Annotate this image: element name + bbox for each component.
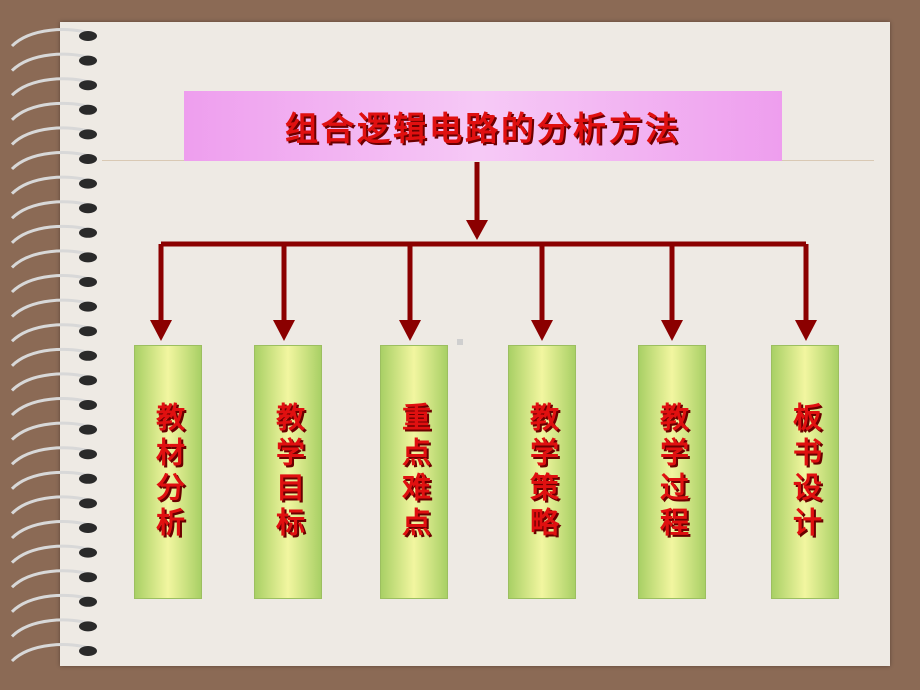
branch-arrowhead-4	[531, 320, 553, 341]
spiral-binding	[10, 28, 97, 663]
binding-hole	[79, 498, 97, 509]
binding-hole	[79, 80, 97, 91]
binding-hole	[79, 375, 97, 386]
binding-hole	[79, 449, 97, 460]
branch-arrowhead-5	[661, 320, 683, 341]
item-box-6: 板书设计	[771, 345, 839, 599]
item-box-4: 教学策略	[508, 345, 576, 599]
binding-hole	[79, 326, 97, 337]
binding-hole	[79, 301, 97, 312]
item-label-5: 教学过程	[655, 402, 690, 542]
binding-hole	[79, 227, 97, 238]
binding-hole	[79, 646, 97, 656]
binding-hole	[79, 277, 97, 287]
binding-hole	[79, 31, 97, 41]
binding-hole	[79, 424, 97, 435]
binding-hole	[79, 596, 97, 607]
diagram-title: 组合逻辑电路的分析方法	[285, 109, 681, 148]
binding-hole	[79, 547, 97, 558]
binding-hole	[79, 400, 97, 410]
binding-hole	[79, 621, 97, 632]
item-label-4: 教学策略	[525, 402, 560, 542]
item-box-1: 教材分析	[134, 345, 202, 599]
title-box: 组合逻辑电路的分析方法	[184, 91, 782, 161]
binding-hole	[79, 523, 97, 533]
trunk-arrowhead	[466, 220, 488, 240]
item-box-3: 重点难点	[380, 345, 448, 599]
binding-hole	[79, 350, 97, 361]
binding-hole	[79, 572, 97, 583]
binding-hole	[79, 473, 97, 484]
binding-hole	[79, 55, 97, 66]
item-label-1: 教材分析	[151, 402, 186, 542]
binding-hole	[79, 154, 97, 164]
item-label-3: 重点难点	[397, 402, 432, 542]
item-box-2: 教学目标	[254, 345, 322, 599]
item-label-2: 教学目标	[271, 402, 306, 542]
center-dot	[457, 339, 463, 345]
branch-arrowhead-6	[795, 320, 817, 341]
binding-hole	[79, 104, 97, 115]
branch-arrowhead-2	[273, 320, 295, 341]
binding-hole	[79, 203, 97, 214]
binding-hole	[79, 252, 97, 263]
item-label-6: 板书设计	[788, 402, 823, 542]
item-box-5: 教学过程	[638, 345, 706, 599]
binding-hole	[79, 129, 97, 140]
branch-arrowhead-1	[150, 320, 172, 341]
branch-arrowhead-3	[399, 320, 421, 341]
binding-hole	[79, 178, 97, 189]
